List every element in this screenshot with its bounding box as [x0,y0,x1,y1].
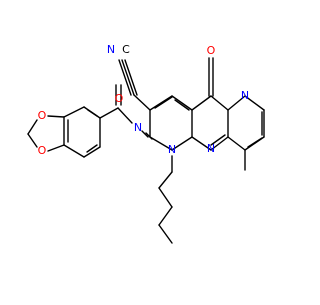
bond-31 [118,59,132,96]
bond-16 [210,136,229,151]
atom-o-amide: O [115,92,124,105]
bond-18 [210,134,226,146]
atom-n-imine: N [134,121,142,134]
bond-49 [47,144,65,152]
bond-42 [63,144,85,158]
bond-34 [145,132,153,140]
bond-17 [191,136,212,151]
atom-n1: N [168,143,176,156]
atom-o-ketone: O [207,44,216,57]
bond-30 [121,59,135,96]
atom-o-dioxole-bottom: O [38,144,47,157]
bond-48 [47,115,65,118]
bond-1 [158,171,173,189]
atom-o-dioxole-top: O [38,109,47,122]
bond-50 [27,119,38,135]
atom-n-nitrile: N [107,43,115,56]
bond-3 [158,206,173,226]
atom-n-mid: N [207,142,215,155]
bond-33 [141,130,149,138]
bond-40 [63,106,85,118]
atom-label-layer: N C O O O O N N N N [38,43,249,157]
bond-47 [87,109,98,117]
atom-n-bridge: N [241,89,249,102]
bond-51 [27,133,38,148]
bond-25 [227,136,246,151]
bond-22 [244,95,265,111]
bond-14 [210,95,229,111]
bond-29 [133,94,151,111]
bond-8 [171,95,193,111]
bond-layer [27,57,265,244]
molecule-structure: N C O O O O N N N N [27,43,265,244]
bond-11 [154,96,173,109]
bond-27 [247,137,263,148]
bond-5 [149,136,173,151]
bond-32 [124,59,138,96]
bond-43 [83,146,101,158]
bond-2 [158,187,173,208]
molecule-canvas: N C O O O O N N N N [27,43,265,244]
atom-c-nitrile: C [122,43,130,56]
bond-12 [174,99,190,111]
bond-35 [117,107,133,124]
bond-7 [149,95,173,111]
bond-36 [99,107,119,119]
bond-10 [171,136,193,151]
bond-4 [158,224,173,244]
bond-21 [227,95,246,111]
bond-46 [86,144,98,153]
bond-13 [191,95,212,111]
